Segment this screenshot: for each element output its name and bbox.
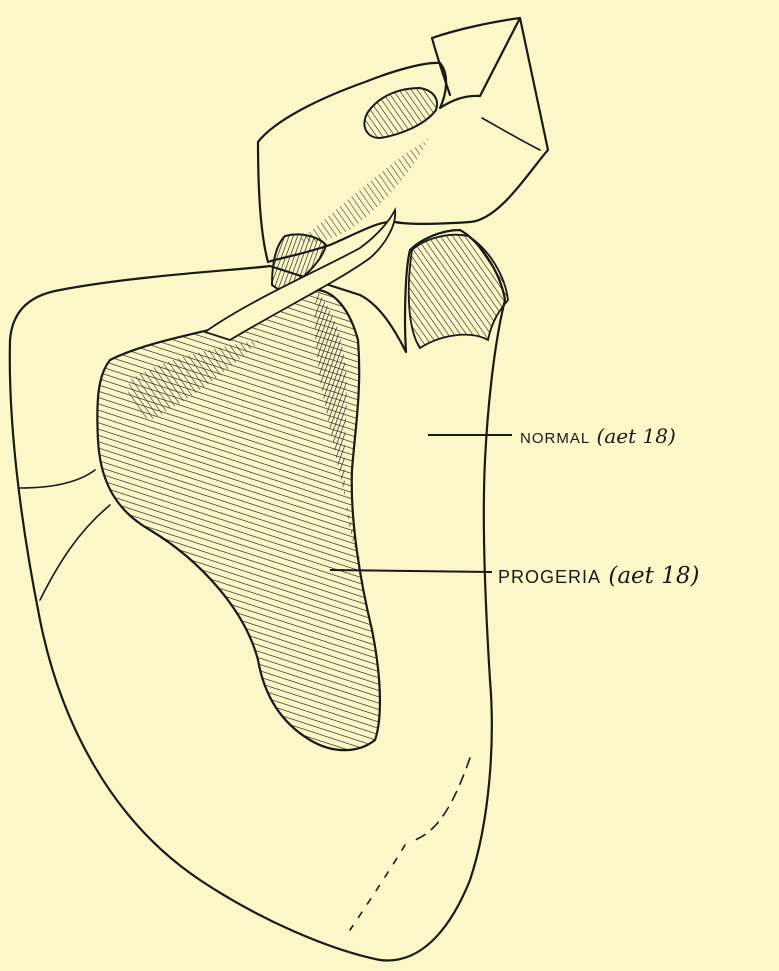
normal-label-name: NORMAL <box>520 430 590 447</box>
progeria-label-name: PROGERIA <box>498 567 601 587</box>
progeria-label-detail: (aet 18) <box>608 563 699 589</box>
progeria-label: PROGERIA (aet 18) <box>498 563 699 589</box>
normal-scapula-shading <box>409 235 508 348</box>
acromion-process <box>258 18 548 262</box>
normal-label: NORMAL (aet 18) <box>520 424 676 448</box>
normal-scapula-lower-marks <box>350 758 470 930</box>
normal-label-detail: (aet 18) <box>597 424 676 448</box>
